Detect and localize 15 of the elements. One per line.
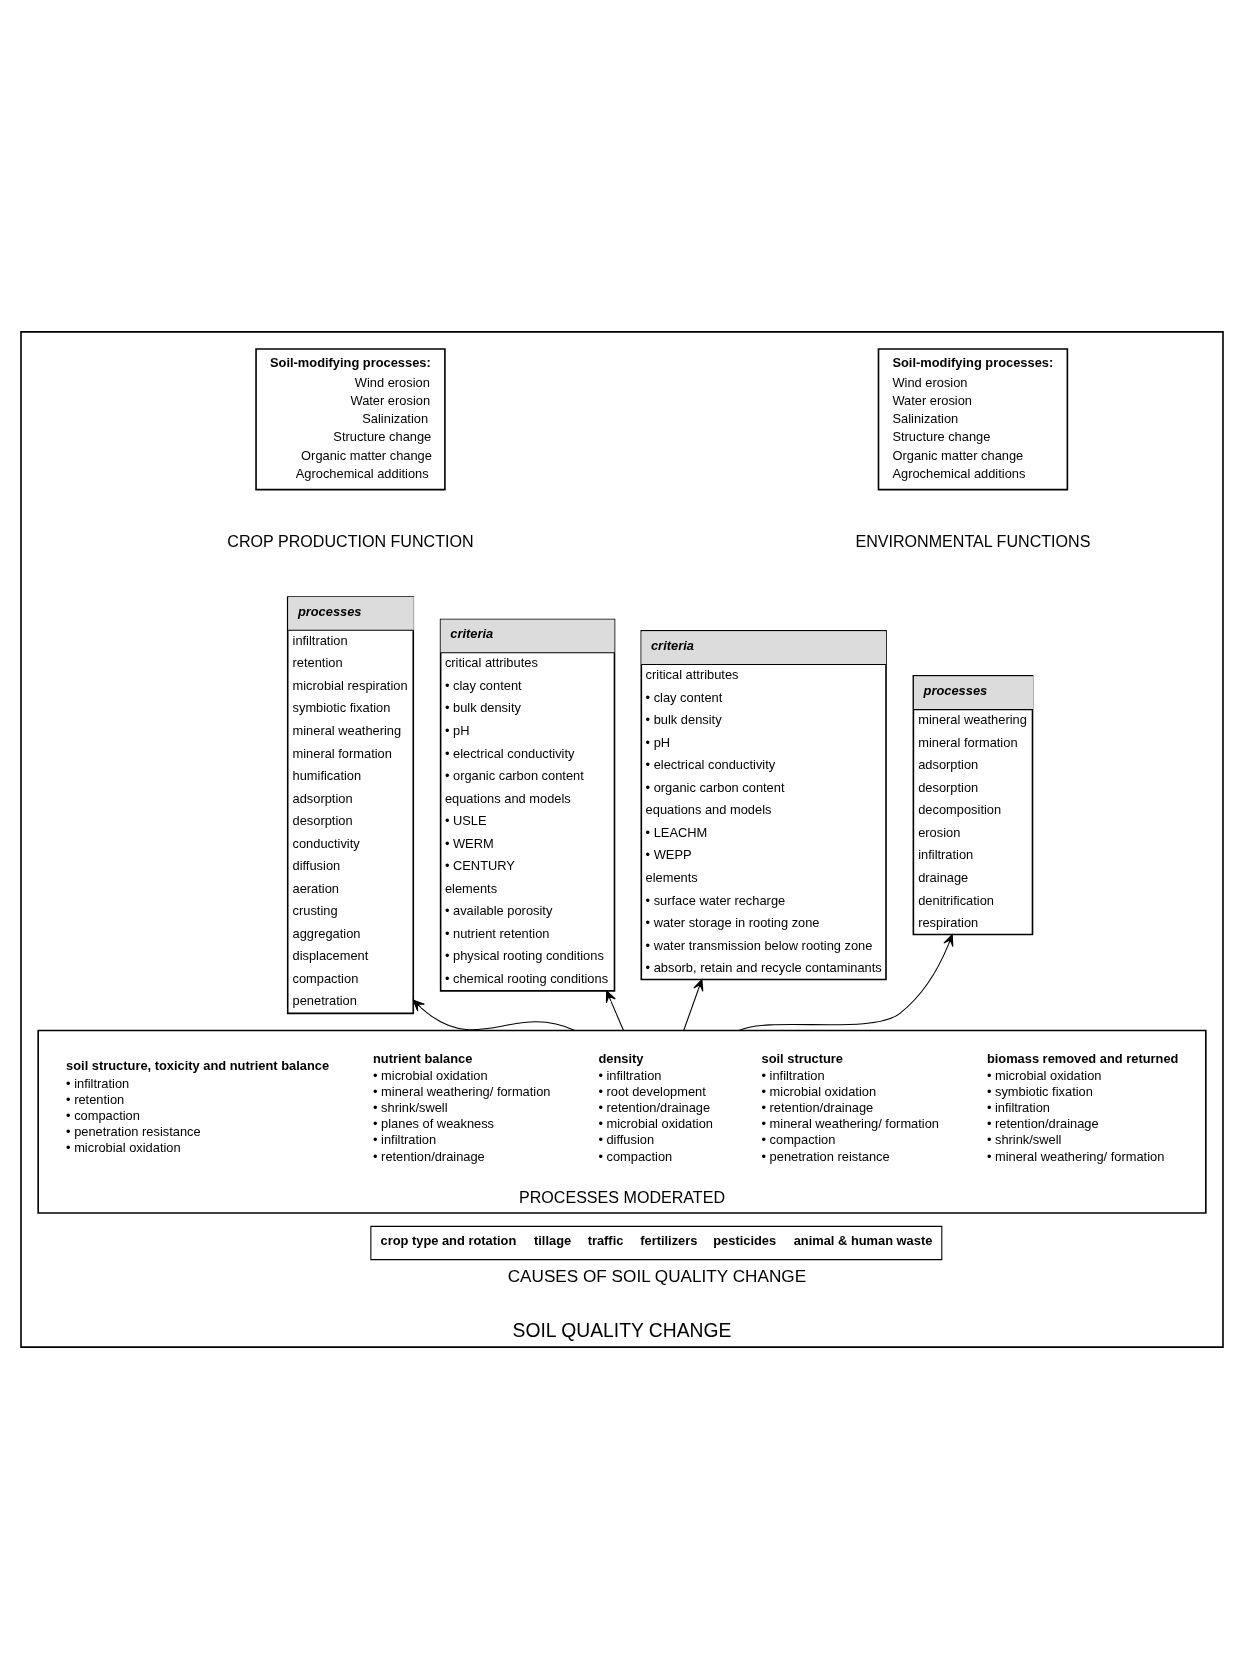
node-text: soil structure, toxicity and nutrient balance • infiltration • retention • compaction • penetration resistance • microbial oxidation <box>66 1058 330 1155</box>
node-label: CAUSES OF SOIL QUALITY CHANGE <box>507 1265 807 1286</box>
arrow <box>683 979 704 1032</box>
node-text: nutrient balance • microbial oxidation • mineral weathering/ formation • shrink/swell • planes of weakness • infiltration • retention/drainage <box>373 1050 551 1164</box>
node-box: Soil-modifying processes: Wind erosion Water erosion Salinization Structure change Organic matter change Agrochemical additions <box>877 348 1069 491</box>
node-text: soil structure • infiltration • microbial oxidation • retention/drainage • mineral weathering/ formation • compaction • penetration reistance <box>761 1050 939 1164</box>
node-text: biomass removed and returned • microbial oxidation • symbiotic fixation • infiltration • retention/drainage • shrink/swell • mineral weathering/ formation <box>986 1050 1179 1164</box>
node-text: density • infiltration • root development • retention/drainage • microbial oxidation • diffusion • compaction <box>598 1050 713 1164</box>
node-box: crop type and rotation tillage traffic fertilizers pesticides animal & human waste <box>370 1225 943 1261</box>
arrow <box>605 990 625 1032</box>
arrow <box>738 934 954 1032</box>
label: ENVIRONMENTAL FUNCTIONS <box>855 532 1091 551</box>
label: CROP PRODUCTION FUNCTION <box>227 532 474 551</box>
node-box: Soil-modifying processes: Wind erosion Water erosion Salinization Structure change Organic matter change Agrochemical additions <box>255 348 446 491</box>
arrow <box>412 999 576 1032</box>
